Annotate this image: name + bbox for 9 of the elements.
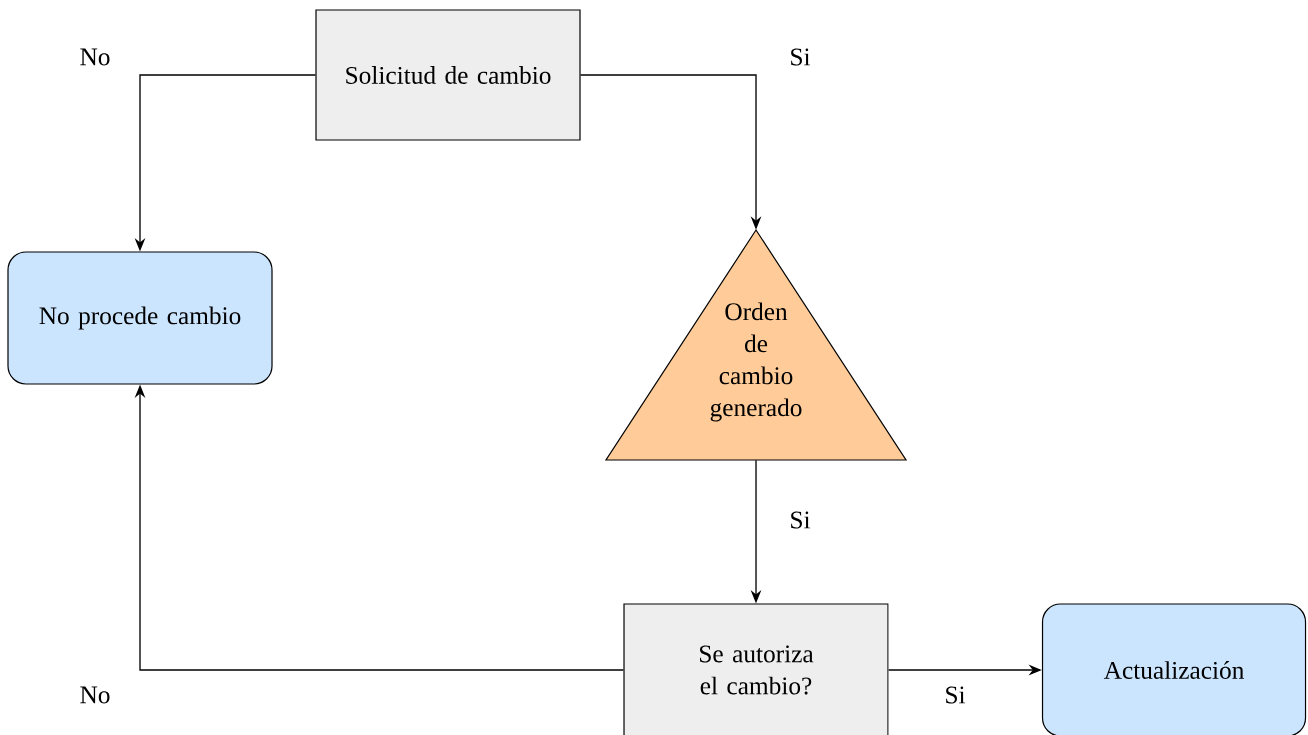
edge-label: Si bbox=[788, 510, 812, 530]
rounded-box: No procede cambio bbox=[7, 251, 273, 385]
edge-label: No bbox=[78, 685, 112, 705]
rounded-box: Actualización bbox=[1041, 603, 1307, 735]
edge-label: Si bbox=[943, 685, 967, 705]
edge-label: Si bbox=[788, 47, 812, 67]
process-box: Se autoriza el cambio? bbox=[623, 603, 889, 735]
process-box: Solicitud de cambio bbox=[315, 9, 581, 141]
edge-label: No bbox=[78, 47, 112, 67]
